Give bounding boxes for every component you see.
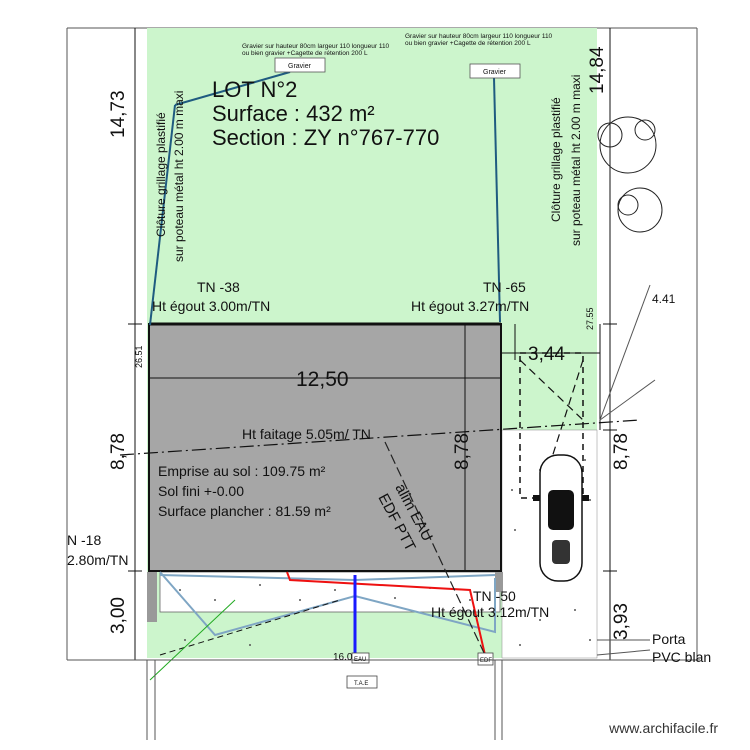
dim-right-bottom: 3,93 xyxy=(611,603,632,640)
tree-icon xyxy=(597,116,663,233)
dim-left-top: 14,73 xyxy=(108,90,129,138)
tn-top-left: TN -38 xyxy=(197,279,240,295)
watermark: www.archifacile.fr xyxy=(609,720,718,736)
house-sol: Sol fini +-0.00 xyxy=(158,483,244,499)
edf-box-label: EDF xyxy=(480,658,492,664)
dimension-lines xyxy=(128,28,617,660)
gravel-box-right-label: Gravier xyxy=(483,69,507,76)
tn-left-edge: N -18 xyxy=(67,532,101,548)
tn-bottom-right: TN -50 xyxy=(473,588,516,604)
gravel-box-left xyxy=(274,57,326,73)
dim-house-width: 12,50 xyxy=(296,368,349,391)
gravel-box-right xyxy=(469,63,521,79)
house xyxy=(148,323,502,572)
lot-title: LOT N°2 xyxy=(212,77,297,102)
fence-right-1: Clôture grillage plastifié xyxy=(549,97,563,222)
gravel-note-left-2: ou bien gravier +Cagette de rétention 20… xyxy=(242,50,368,57)
egout-top-right: Ht égout 3.27m/TN xyxy=(411,298,529,314)
gravel-note-left: Gravier sur hauteur 80cm largeur 110 lon… xyxy=(242,43,390,50)
tn-top-right: TN -65 xyxy=(483,279,526,295)
dim-left-mid: 8,78 xyxy=(108,433,129,470)
dim-small-left: 26.51 xyxy=(134,345,144,368)
dim-parking-width: 3,44 xyxy=(528,344,565,365)
fence-right-2: sur poteau métal ht 2.00 m maxi xyxy=(569,75,583,246)
egout-left-edge: 2.80m/TN xyxy=(67,552,128,568)
cable-left-b xyxy=(149,104,176,326)
cable-right xyxy=(493,77,501,323)
dim-inner-mid: 8,78 xyxy=(452,433,473,470)
right-post-block xyxy=(495,572,503,592)
ridge-line xyxy=(119,419,641,456)
green-line xyxy=(149,599,236,681)
lot-section: Section : ZY n°767-770 xyxy=(212,125,439,150)
parking-outline xyxy=(519,352,584,499)
gravel-note-right: Gravier sur hauteur 80cm largeur 110 lon… xyxy=(405,33,553,40)
egout-top-left: Ht égout 3.00m/TN xyxy=(152,298,270,314)
red-pipe xyxy=(286,571,486,656)
dim-bottom-left: 16.0 xyxy=(333,652,353,663)
fence-left-2: sur poteau métal ht 2.00 m maxi xyxy=(172,91,186,262)
tae-box xyxy=(346,675,378,689)
faitage: Ht faitage 5.05m/ TN xyxy=(242,426,371,442)
parking-diagonal xyxy=(519,359,584,421)
tae-label: T.A.E xyxy=(354,681,368,687)
porta-label: Porta xyxy=(652,631,686,647)
pvc-label: PVC blan xyxy=(652,649,711,665)
gravel-box-left-label: Gravier xyxy=(288,63,312,70)
bottom-lines xyxy=(67,284,700,740)
fence-left-1: Clôture grillage plastifié xyxy=(154,112,168,237)
house-emprise: Emprise au sol : 109.75 m² xyxy=(158,463,326,479)
eau-box xyxy=(351,652,370,664)
parking-diagonal-2 xyxy=(547,359,584,471)
dim-right-mid: 8,78 xyxy=(611,433,632,470)
steel-pipe-2 xyxy=(159,574,356,581)
dim-right-edge: 4.41 xyxy=(652,292,676,306)
lot-surface: Surface : 432 m² xyxy=(212,101,375,126)
dim-small-right: 27.55 xyxy=(585,307,595,330)
dim-right-top: 14,84 xyxy=(587,46,608,94)
steel-pipe-3 xyxy=(354,574,496,581)
black-dashed-pipe xyxy=(159,599,341,656)
egout-bottom-right: Ht égout 3.12m/TN xyxy=(431,604,549,620)
gravel-note-right-2: ou bien gravier +Cagette de rétention 20… xyxy=(405,40,531,47)
car-icon xyxy=(533,454,589,582)
house-plancher: Surface plancher : 81.59 m² xyxy=(158,503,331,519)
cable-left-a xyxy=(174,71,291,106)
eau-box-label: EAU xyxy=(354,657,366,663)
alim-line xyxy=(384,441,486,656)
dim-left-bottom: 3,00 xyxy=(108,597,129,634)
left-post-block xyxy=(147,572,157,622)
edf-box xyxy=(477,652,494,666)
